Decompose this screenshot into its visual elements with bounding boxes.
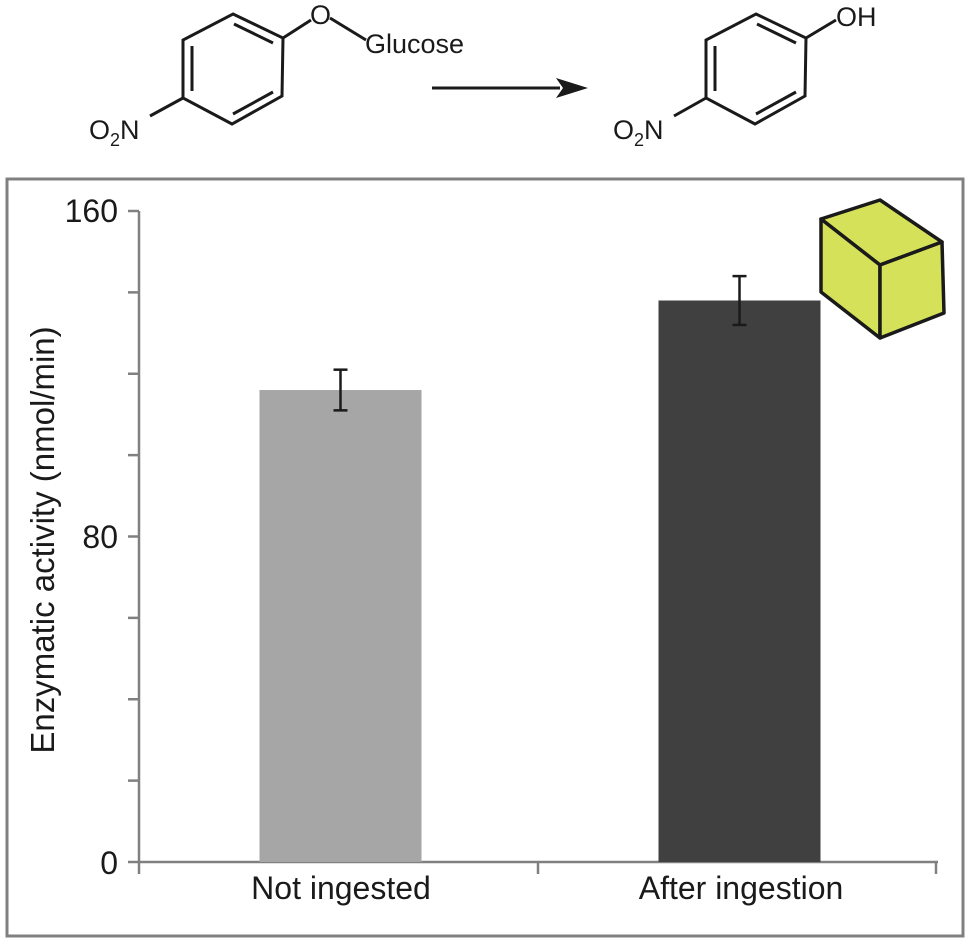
reactant-glucose-label: Glucose xyxy=(365,29,464,59)
product-hydroxyl-label: OH xyxy=(836,2,877,32)
y-tick-label-160: 160 xyxy=(65,193,118,229)
bar-chart: 0 80 160 Enzymatic activity (nmol/min) N… xyxy=(24,193,938,906)
reactant-nitro-o: O xyxy=(89,115,110,145)
reactant-nitro-bond xyxy=(149,96,184,118)
product-molecule xyxy=(673,12,837,126)
product-nitro-subscript: 2 xyxy=(634,130,644,150)
x-axis: Not ingested After ingestion xyxy=(137,860,938,906)
x-tick-label-after-ingestion: After ingestion xyxy=(639,870,844,906)
reactant-o-bond xyxy=(282,18,312,40)
reactant-nitro-n: N xyxy=(120,115,140,145)
product-nitro-bond xyxy=(673,96,707,118)
product-oh-bond xyxy=(805,18,837,40)
reaction-scheme: O Glucose O2N OH O2N xyxy=(89,0,877,150)
x-tick-label-not-ingested: Not ingested xyxy=(251,870,431,906)
reactant-nitro-subscript: 2 xyxy=(110,130,120,150)
product-nitro-o: O xyxy=(613,115,634,145)
reaction-arrow xyxy=(432,78,588,98)
product-benzene-ring xyxy=(704,12,808,126)
reactant-molecule xyxy=(149,12,367,126)
reactant-oxygen-label: O xyxy=(310,0,331,30)
product-nitro-n: N xyxy=(644,115,664,145)
y-axis-ticks xyxy=(128,209,139,864)
bars xyxy=(259,300,821,862)
bar-after-ingestion xyxy=(658,300,821,862)
error-bars xyxy=(333,274,747,412)
y-tick-label-0: 0 xyxy=(100,845,118,881)
reactant-glucose-bond xyxy=(329,16,367,42)
bar-not-ingested xyxy=(259,390,422,862)
reactant-nitro-label: O2N xyxy=(89,115,140,150)
product-nitro-label: O2N xyxy=(613,115,664,150)
reactant-inner-bond-2 xyxy=(232,90,274,116)
cube-icon xyxy=(819,198,946,340)
product-inner-bond-2 xyxy=(755,90,797,116)
reactant-benzene-ring xyxy=(181,12,285,126)
chart-frame xyxy=(5,177,965,938)
y-axis-title: Enzymatic activity (nmol/min) xyxy=(24,326,61,753)
cube-right-face xyxy=(878,240,946,340)
reactant-inner-bond-1 xyxy=(233,22,274,45)
y-tick-label-80: 80 xyxy=(82,519,118,555)
y-axis: 0 80 160 Enzymatic activity (nmol/min) xyxy=(24,193,141,881)
product-inner-bond-1 xyxy=(756,22,797,45)
